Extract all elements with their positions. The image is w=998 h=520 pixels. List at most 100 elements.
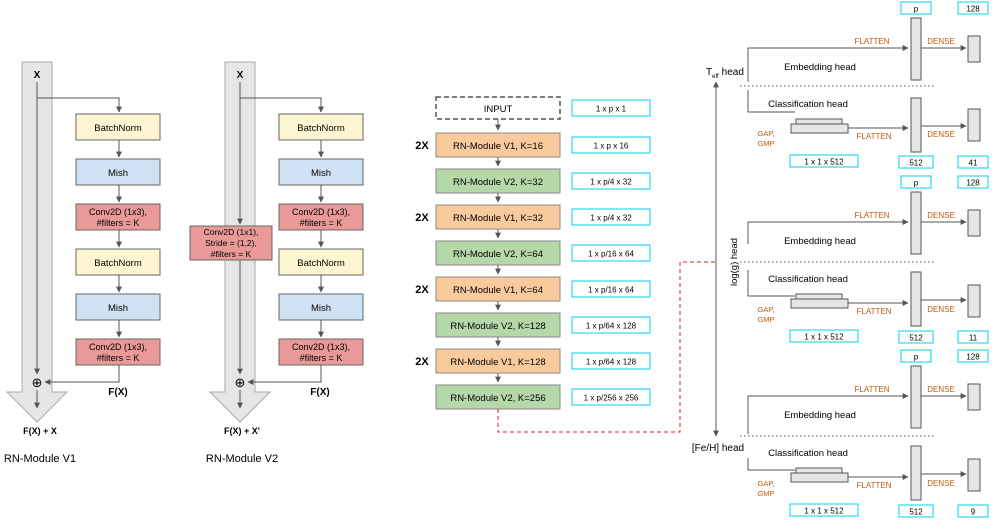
- dense-label: DENSE: [927, 479, 955, 488]
- mish-block: [278, 293, 364, 321]
- mish-label: Mish: [311, 303, 331, 314]
- backbone-to-heads-connector: [497, 261, 718, 433]
- shortcut-stride-label: Stride = (1,2),: [205, 238, 257, 248]
- shape-box: [957, 330, 989, 344]
- conv-label: Conv2D (1x3),: [292, 342, 350, 352]
- classification-head-label: Classification head: [768, 99, 848, 110]
- num-classes-label: 41: [969, 159, 978, 168]
- output-layer: [967, 35, 981, 63]
- rn-module-v1: X BatchNorm Mish Conv2D (1x3), #filters …: [4, 61, 161, 465]
- conv-block: [75, 203, 161, 231]
- dense-label: DENSE: [927, 385, 955, 394]
- repeat-label: 2X: [415, 212, 429, 224]
- conv-filters-label: #filters = K: [300, 218, 343, 228]
- shape-label: 1 x p/16 x 64: [588, 286, 634, 295]
- mish-block: [75, 158, 161, 186]
- shape-box: [957, 349, 989, 363]
- fx-label: F(X): [310, 387, 329, 398]
- dense-size-label: 512: [909, 334, 923, 343]
- output-label: F(X) + X: [23, 426, 57, 436]
- shape-box: [898, 155, 934, 169]
- module-caption: RN-Module V1: [4, 453, 76, 465]
- block-label: RN-Module V1, K=128: [450, 357, 545, 368]
- shortcut-conv-label: Conv2D (1x1),: [204, 227, 259, 237]
- shape-box: [789, 154, 859, 168]
- conv-filters-label: #filters = K: [97, 218, 140, 228]
- block-label: RN-Module V1, K=64: [453, 285, 543, 296]
- embedding-head-label: Embedding head: [784, 236, 856, 247]
- flatten-label: FLATTEN: [857, 307, 892, 316]
- dense-layer: [910, 97, 922, 153]
- shape-box: [957, 1, 989, 15]
- batchnorm-block: [278, 113, 364, 141]
- shape-box: [571, 280, 651, 298]
- dense-layer: [910, 191, 922, 255]
- gap-label: GAP,: [758, 305, 775, 314]
- p-label: p: [914, 353, 919, 362]
- conv-block: [278, 203, 364, 231]
- dense-size-label: 128: [966, 179, 980, 188]
- dense-label: DENSE: [927, 130, 955, 139]
- shape-box: [900, 1, 932, 15]
- shortcut-filters-label: #filters = K: [211, 249, 252, 259]
- conv-block: [278, 338, 364, 366]
- rn-module-v2: X Conv2D (1x1), Stride = (1,2), #filters…: [189, 61, 364, 465]
- shape-box: [571, 99, 651, 117]
- flatten-label: FLATTEN: [857, 481, 892, 490]
- conv-label: Conv2D (1x3),: [89, 207, 147, 217]
- repeat-label: 2X: [415, 356, 429, 368]
- shape-box: [957, 504, 989, 518]
- dense-size-label: 128: [966, 5, 980, 14]
- feh-head-label: [Fe/H] head: [692, 443, 744, 454]
- gmp-label: GMP: [757, 139, 774, 148]
- add-icon: ⊕: [235, 375, 246, 390]
- output-label: F(X) + X': [224, 426, 260, 436]
- shape-box: [898, 330, 934, 344]
- shape-label: 1 x p/64 x 128: [586, 358, 637, 367]
- mish-label: Mish: [108, 168, 128, 179]
- gmp-label: GMP: [757, 489, 774, 498]
- flatten-label: FLATTEN: [855, 211, 890, 220]
- shape-label: 1 x p x 16: [594, 142, 629, 151]
- shape-label: 1 x p/256 x 256: [584, 394, 639, 403]
- embedding-head-label: Embedding head: [784, 62, 856, 73]
- gmp-label: GMP: [757, 315, 774, 324]
- shape-box: [898, 504, 934, 518]
- pool-layer-front: [790, 298, 849, 309]
- p-label: p: [914, 179, 919, 188]
- shape-box: [900, 349, 932, 363]
- branch-line: [240, 97, 324, 113]
- rn-v1-block: [435, 348, 561, 374]
- feh-head: [Fe/H] head p 128 FLATTEN DENSE Embeddin…: [692, 349, 989, 518]
- pool-shape-label: 1 x 1 x 512: [804, 507, 844, 516]
- add-icon: ⊕: [32, 375, 43, 390]
- flatten-label: FLATTEN: [855, 37, 890, 46]
- batchnorm-label: BatchNorm: [94, 258, 142, 269]
- fx-label: F(X): [108, 387, 127, 398]
- dense-label: DENSE: [927, 211, 955, 220]
- rn-v2-block: [435, 384, 561, 410]
- dense-layer: [910, 445, 922, 501]
- shape-box: [571, 208, 651, 226]
- block-label: RN-Module V1, K=32: [453, 213, 543, 224]
- conv-filters-label: #filters = K: [300, 353, 343, 363]
- p-label: p: [914, 5, 919, 14]
- input-x-label: X: [237, 70, 244, 81]
- shape-box: [571, 352, 651, 370]
- conv-label: Conv2D (1x3),: [292, 207, 350, 217]
- shape-box: [571, 172, 651, 190]
- pool-shape-label: 1 x 1 x 512: [804, 158, 844, 167]
- input-x-label: X: [34, 70, 41, 81]
- input-label: INPUT: [484, 104, 513, 115]
- shape-box: [900, 175, 932, 189]
- classification-head-label: Classification head: [768, 274, 848, 285]
- shape-label: 1 x p x 1: [596, 105, 627, 114]
- dense-layer: [910, 271, 922, 327]
- block-label: RN-Module V1, K=16: [453, 141, 543, 152]
- conv-filters-label: #filters = K: [97, 353, 140, 363]
- rn-v1-block: [435, 204, 561, 230]
- shortcut-conv-block: [189, 225, 273, 261]
- block-label: RN-Module V2, K=64: [453, 249, 543, 260]
